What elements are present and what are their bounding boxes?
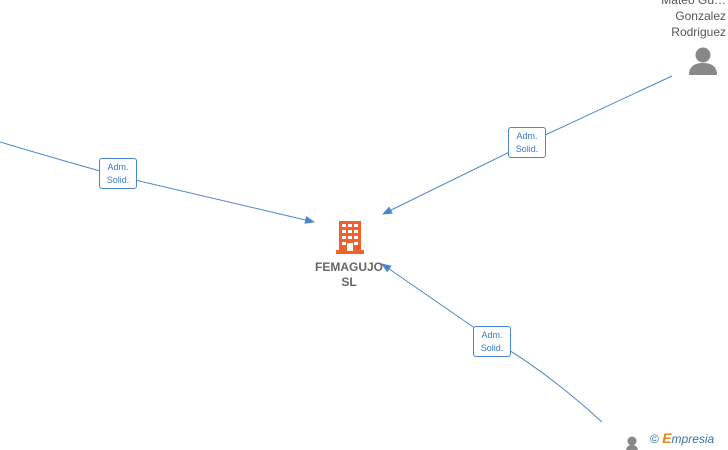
- person-name[interactable]: Mateo Gu… Gonzalez Rodriguez: [640, 0, 726, 40]
- person-icon[interactable]: [626, 436, 638, 450]
- brand-name: Empresia: [662, 430, 715, 446]
- edge-label-line1: Adm.: [107, 162, 129, 172]
- person-icon[interactable]: [689, 47, 717, 76]
- building-icon[interactable]: [336, 221, 364, 254]
- edge-label-line2: Solid.: [480, 343, 504, 353]
- empresia-watermark: © Empresia: [650, 430, 714, 446]
- company-name-line2: SL: [341, 275, 357, 289]
- edge-label-line1: Adm.: [481, 330, 503, 340]
- person-name-line2: Gonzalez: [675, 9, 726, 23]
- edge-label-bottom-right: Adm. Solid.: [473, 326, 511, 357]
- edge-left-to-company: [0, 141, 315, 224]
- company-name[interactable]: FEMAGUJO SL: [300, 260, 398, 290]
- person-name-line3: Rodriguez: [671, 25, 726, 39]
- copyright-symbol: ©: [650, 432, 659, 446]
- edge-label-line1: Adm.: [516, 131, 538, 141]
- person-name-line1: Mateo Gu…: [661, 0, 726, 7]
- edge-label-line2: Solid.: [515, 144, 539, 154]
- edge-label-top-right: Adm. Solid.: [508, 127, 546, 158]
- company-name-line1: FEMAGUJO: [314, 260, 383, 274]
- brand-rest: mpresia: [671, 432, 715, 446]
- edge-label-left: Adm. Solid.: [99, 158, 137, 189]
- brand-initial: E: [662, 430, 672, 446]
- edge-label-line2: Solid.: [106, 175, 130, 185]
